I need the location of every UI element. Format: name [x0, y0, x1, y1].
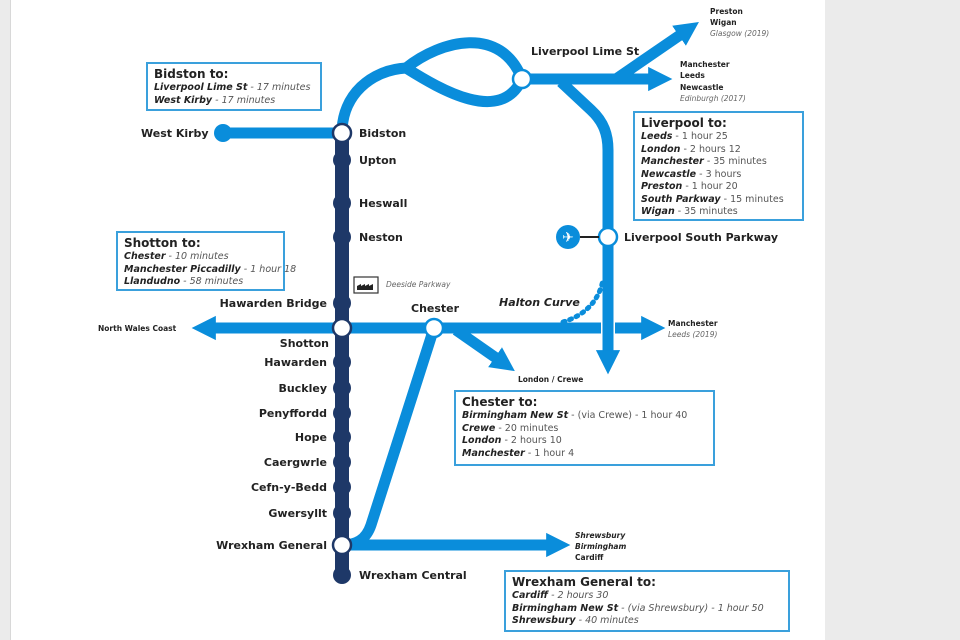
box-title: Shotton to:	[124, 236, 201, 250]
box-title: Wrexham General to:	[512, 575, 656, 589]
dest-newcastle: Newcastle	[680, 83, 724, 92]
list-item: Liverpool Lime St - 17 minutes	[154, 82, 311, 93]
station-wrexham-central: Wrexham Central	[359, 569, 467, 582]
dest-cardiff: Cardiff	[575, 553, 604, 562]
bidston-interchange	[331, 122, 353, 144]
crewe-line	[452, 325, 515, 372]
station-upton: Upton	[359, 154, 396, 167]
dest-manchester-2: Manchester	[668, 319, 718, 328]
list-item: Leeds - 1 hour 25	[641, 131, 728, 142]
list-item: Crewe - 20 minutes	[462, 422, 559, 434]
station-buckley: Buckley	[279, 382, 327, 395]
halton-curve	[560, 277, 606, 325]
box-title: Bidston to:	[154, 67, 229, 81]
loop-approach	[336, 62, 407, 134]
station-chester: Chester	[411, 302, 460, 315]
list-item: Shrewsbury - 40 minutes	[512, 615, 639, 626]
chester-interchange	[423, 317, 445, 339]
navy-stops	[333, 151, 351, 584]
station-bidston: Bidston	[359, 127, 406, 140]
dest-london-crewe: London / Crewe	[518, 375, 583, 384]
station-cefn-y-bedd: Cefn-y-Bedd	[251, 481, 327, 494]
dest-preston: Preston	[710, 7, 743, 16]
station-penyffordd: Penyffordd	[259, 407, 327, 420]
dest-glasgow: Glasgow (2019)	[710, 29, 769, 38]
bidston-times-box: Bidston to: Liverpool Lime St - 17 minut…	[146, 62, 322, 111]
list-item: Preston - 1 hour 20	[641, 181, 738, 192]
list-item: South Parkway - 15 minutes	[641, 193, 784, 205]
halton-curve-label: Halton Curve	[499, 296, 580, 309]
station-liverpool-lime-st: Liverpool Lime St	[531, 45, 639, 58]
station-wrexham-general: Wrexham General	[216, 539, 327, 552]
svg-text:✈: ✈	[562, 230, 574, 246]
station-hawarden: Hawarden	[264, 356, 327, 369]
list-item: London - 2 hours 10	[462, 435, 562, 446]
south-parkway-interchange	[597, 226, 619, 248]
box-title: Chester to:	[462, 395, 538, 409]
station-liverpool-south-parkway: Liverpool South Parkway	[624, 231, 778, 244]
list-item: Cardiff - 2 hours 30	[512, 590, 609, 601]
dest-birmingham: Birmingham	[575, 542, 626, 551]
airport-icon: ✈	[556, 225, 580, 249]
wrexham-general-interchange	[331, 534, 353, 556]
list-item: Newcastle - 3 hours	[641, 168, 742, 180]
list-item: London - 2 hours 12	[641, 143, 741, 155]
list-item: Birmingham New St - (via Shrewsbury) - 1…	[512, 602, 764, 614]
station-caergwrle: Caergwrle	[264, 456, 327, 469]
list-item: Manchester Piccadilly - 1 hour 18	[124, 263, 297, 275]
shotton-times-box: Shotton to: Chester - 10 minutes Manches…	[116, 231, 297, 291]
shotton-interchange	[331, 317, 353, 339]
list-item: Birmingham New St - (via Crewe) - 1 hour…	[462, 410, 688, 421]
dest-manchester: Manchester	[680, 60, 730, 69]
list-item: West Kirby - 17 minutes	[154, 94, 276, 106]
list-item: Manchester - 1 hour 4	[462, 447, 575, 459]
dest-leeds-2019: Leeds (2019)	[668, 330, 717, 339]
list-item: Llandudno - 58 minutes	[124, 276, 244, 287]
north-line	[612, 22, 699, 84]
dest-north-wales-coast: North Wales Coast	[98, 324, 177, 333]
lime-st-interchange	[511, 68, 533, 90]
dest-edinburgh: Edinburgh (2017)	[680, 94, 746, 103]
map-diagram: ✈ West Kirby Bidston Upton Heswall Nesto…	[98, 7, 778, 584]
box-title: Liverpool to:	[641, 116, 727, 130]
dest-leeds: Leeds	[680, 71, 705, 80]
loop-lower	[403, 63, 528, 107]
dest-shrewsbury: Shrewsbury	[575, 531, 626, 540]
wrexham-times-box: Wrexham General to: Cardiff - 2 hours 30…	[504, 570, 790, 632]
list-item: Manchester - 35 minutes	[641, 156, 767, 167]
west-kirby-stop	[214, 124, 232, 142]
rail-map: ✈ West Kirby Bidston Upton Heswall Nesto…	[10, 0, 825, 640]
station-west-kirby: West Kirby	[141, 127, 209, 140]
station-heswall: Heswall	[359, 197, 407, 210]
list-item: Chester - 10 minutes	[124, 251, 229, 262]
chester-wrexham-line	[341, 326, 440, 551]
station-hawarden-bridge: Hawarden Bridge	[220, 297, 327, 310]
station-neston: Neston	[359, 231, 403, 244]
station-deeside-parkway: Deeside Parkway	[386, 280, 451, 289]
station-shotton: Shotton	[280, 337, 329, 350]
list-item: Wigan - 35 minutes	[641, 206, 738, 217]
chester-times-box: Chester to: Birmingham New St - (via Cre…	[454, 390, 715, 466]
dest-wigan: Wigan	[710, 18, 737, 27]
station-hope: Hope	[295, 431, 327, 444]
south-parkway-line	[557, 77, 621, 375]
loop-upper	[402, 37, 528, 82]
factory-icon	[353, 276, 379, 294]
station-gwersyllt: Gwersyllt	[268, 507, 327, 520]
liverpool-times-box: Liverpool to: Leeds - 1 hour 25 London -…	[633, 111, 804, 221]
